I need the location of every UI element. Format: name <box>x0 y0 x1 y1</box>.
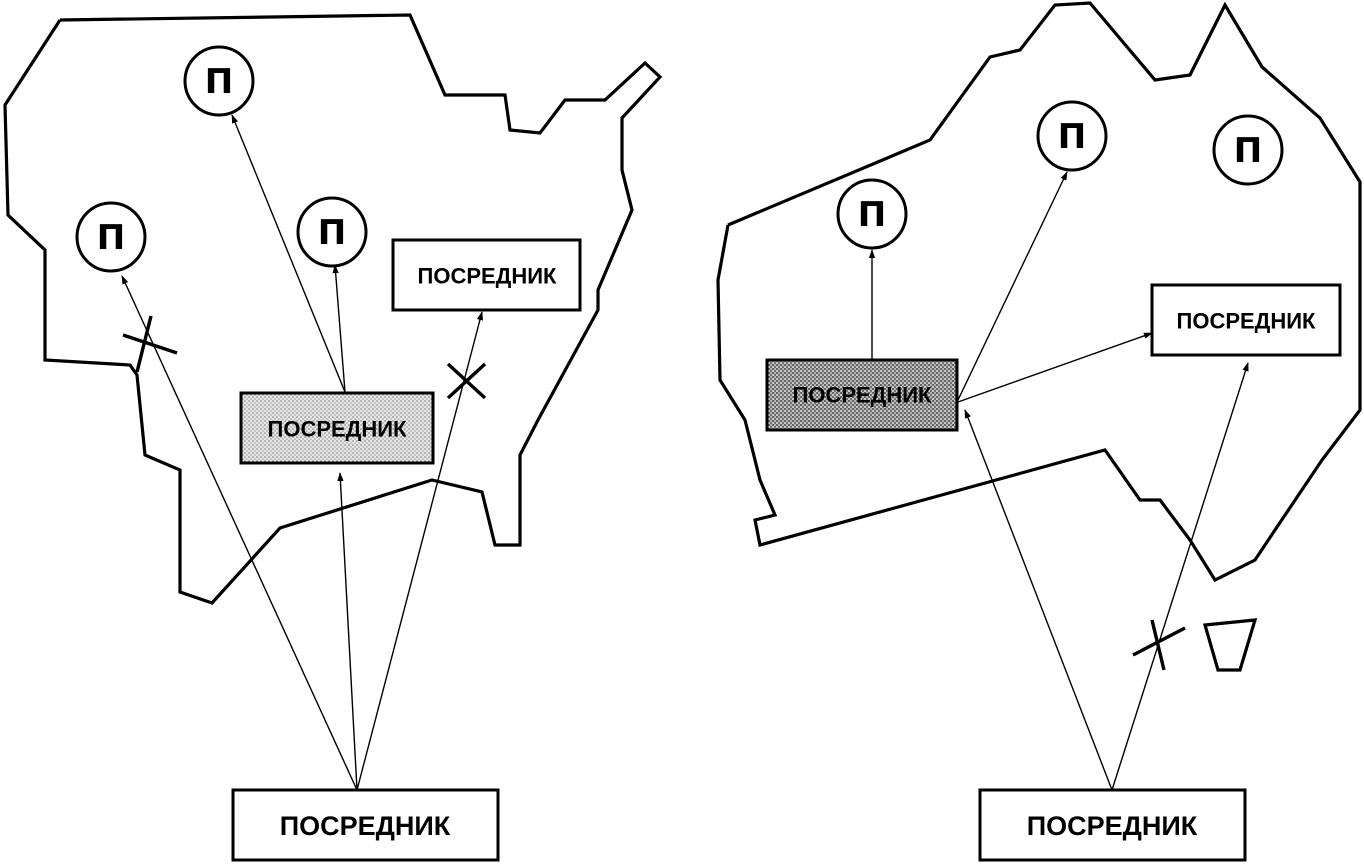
right-arrow-bottom-to-right-broker <box>1111 362 1249 791</box>
left-broker-bottom: ПОСРЕДНИК <box>231 788 500 862</box>
right-broker-right: ПОСРЕДНИК <box>1150 283 1342 357</box>
right-node-right: П <box>1212 114 1284 186</box>
svg-text:П: П <box>205 62 233 102</box>
svg-text:ПОСРЕДНИК: ПОСРЕДНИК <box>268 417 408 442</box>
svg-text:П: П <box>1058 117 1086 157</box>
left-blocked-mark-2 <box>446 362 487 400</box>
svg-text:П: П <box>318 213 346 253</box>
left-node-left: П <box>75 201 147 273</box>
left-arrow-bottom-to-top-right-broker <box>356 311 483 791</box>
left-blocked-mark-1 <box>122 315 178 373</box>
right-node-middle: П <box>1036 100 1108 172</box>
right-arrow-bottom-to-center-broker <box>964 409 1113 791</box>
right-diagram: П П П ПОСРЕДНИК ПОСРЕДНИК ПОСРЕДНИК <box>716 1 1362 862</box>
svg-text:ПОСРЕДНИК: ПОСРЕДНИК <box>418 264 558 289</box>
right-blocked-mark <box>1132 619 1186 671</box>
right-arrow-center-to-node-middle <box>957 171 1068 401</box>
left-node-top: П <box>183 45 255 117</box>
svg-text:ПОСРЕДНИК: ПОСРЕДНИК <box>1027 811 1198 841</box>
svg-text:ПОСРЕДНИК: ПОСРЕДНИК <box>793 383 933 408</box>
svg-text:ПОСРЕДНИК: ПОСРЕДНИК <box>280 811 451 841</box>
svg-text:П: П <box>1234 131 1262 171</box>
right-node-left: П <box>836 178 908 250</box>
left-diagram: П П П ПОСРЕДНИК ПОСРЕДНИК ПОСРЕДНИК <box>3 13 663 862</box>
left-node-middle: П <box>296 196 368 268</box>
right-island-outline <box>1202 618 1258 672</box>
left-broker-top-right: ПОСРЕДНИК <box>391 238 582 312</box>
left-arrow-bottom-to-center-broker <box>337 472 358 791</box>
right-territory-outline <box>716 1 1362 583</box>
left-territory-outline <box>3 13 663 605</box>
right-arrow-center-to-right-broker <box>957 332 1153 403</box>
svg-text:ПОСРЕДНИК: ПОСРЕДНИК <box>1177 309 1317 334</box>
left-broker-center: ПОСРЕДНИК <box>239 391 435 465</box>
right-broker-bottom: ПОСРЕДНИК <box>978 788 1247 862</box>
left-arrow-center-to-node-middle <box>332 264 346 393</box>
svg-text:П: П <box>97 218 125 258</box>
svg-text:П: П <box>858 195 886 235</box>
left-arrow-center-to-node-top <box>231 114 346 393</box>
right-broker-center: ПОСРЕДНИК <box>765 358 959 432</box>
left-arrow-bottom-to-node-left <box>121 275 358 791</box>
